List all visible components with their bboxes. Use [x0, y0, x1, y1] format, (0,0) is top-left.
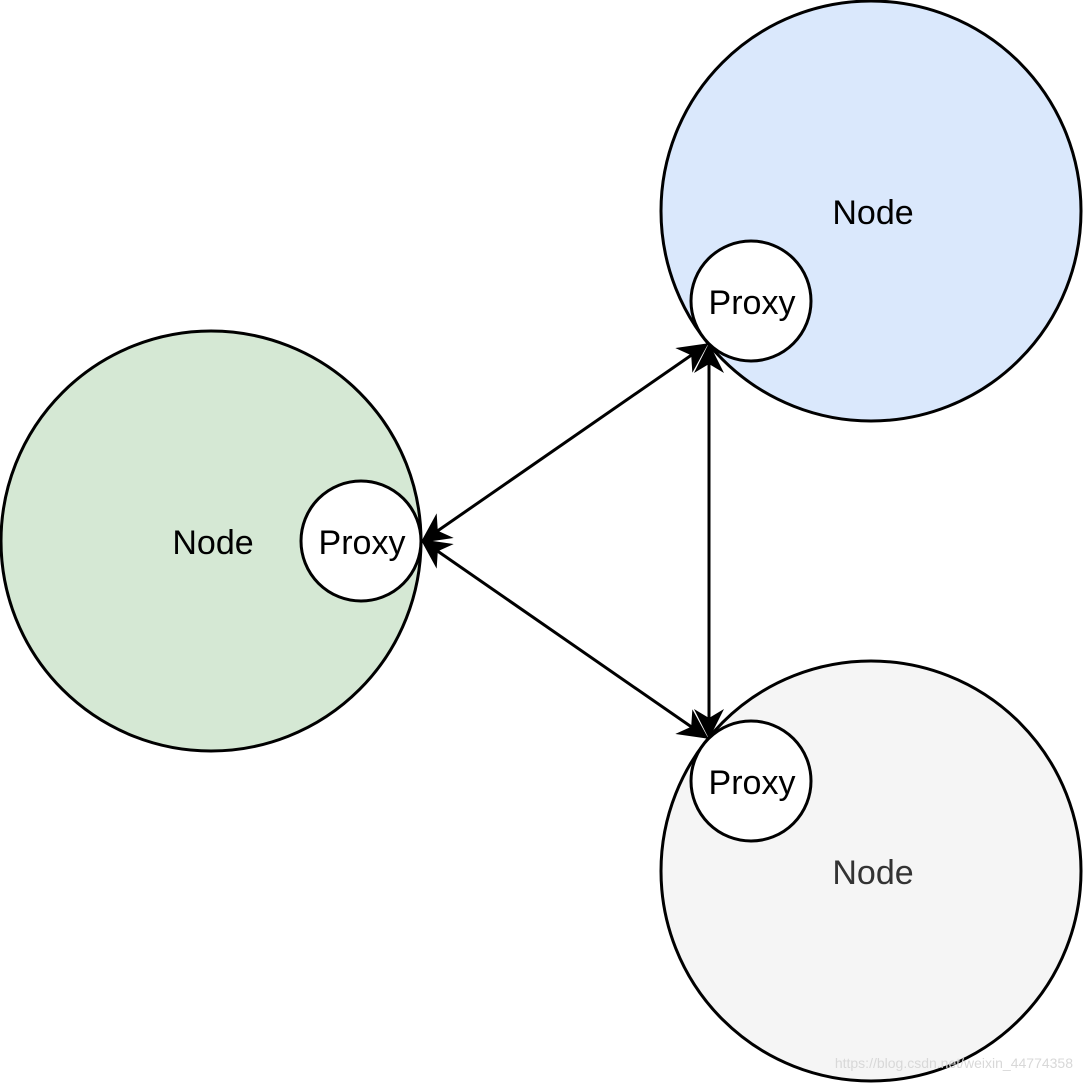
connection-green-gray — [420, 539, 709, 739]
watermark-text: https://blog.csdn.net/weixin_44774358 — [835, 1055, 1073, 1071]
node-label-blue: Node — [832, 194, 913, 232]
proxy-label-gray: Proxy — [709, 764, 796, 802]
node-label-gray: Node — [832, 854, 913, 892]
node-label-green: Node — [172, 524, 253, 562]
proxy-label-green: Proxy — [319, 524, 406, 562]
proxy-circle-gray — [689, 719, 813, 843]
proxy-label-blue: Proxy — [709, 284, 796, 322]
proxy-circle-blue — [689, 239, 813, 363]
connection-green-blue — [420, 343, 709, 543]
